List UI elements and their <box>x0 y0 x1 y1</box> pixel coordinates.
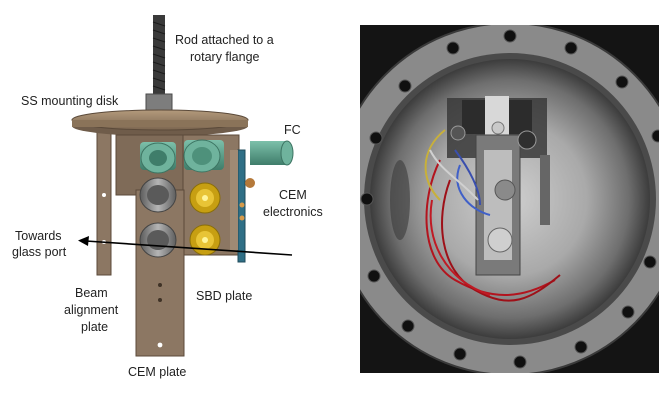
cem-connector <box>239 215 245 221</box>
label-cem-electronics-line1: CEM <box>279 188 307 202</box>
figure-labels: Rod attached to a rotary flange SS mount… <box>12 33 323 379</box>
plate-hole <box>158 283 162 287</box>
label-sbd-plate: SBD plate <box>196 289 252 303</box>
cem-connector <box>245 178 255 188</box>
chamber-photo <box>360 25 659 373</box>
plate-hole <box>157 342 163 348</box>
label-ss-disk: SS mounting disk <box>21 94 119 108</box>
beam-alignment-plate <box>96 119 112 276</box>
label-cem-plate: CEM plate <box>128 365 186 379</box>
plate-hole <box>102 193 106 197</box>
ss-mounting-disk-edge <box>72 120 248 127</box>
cem-electronics-strip <box>230 150 238 250</box>
beam-arrow <box>78 236 293 256</box>
chamber-wires <box>424 129 561 302</box>
label-towards-line1: Towards <box>15 229 62 243</box>
rod-threads <box>152 21 166 91</box>
label-cem-electronics-line2: electronics <box>263 205 323 219</box>
fc-cylinder <box>140 142 176 174</box>
fc-side-cylinder <box>250 140 294 166</box>
sbd-detector <box>189 224 221 256</box>
plate-hole <box>158 298 162 302</box>
sbd-detector <box>189 182 221 214</box>
label-rod-line2: rotary flange <box>190 50 260 64</box>
label-beam-line2: alignment <box>64 303 119 317</box>
cad-rendering <box>71 15 294 357</box>
label-towards-line2: glass port <box>12 245 67 259</box>
label-rod-line1: Rod attached to a <box>175 33 274 47</box>
chamber-assembly <box>447 96 550 276</box>
label-beam-line3: plate <box>81 320 108 334</box>
cem-cylinder <box>139 177 177 213</box>
cem-connector <box>239 202 245 208</box>
cem-plate <box>135 189 185 357</box>
label-beam-line1: Beam <box>75 286 108 300</box>
chamber-side-port <box>390 160 410 240</box>
label-fc: FC <box>284 123 301 137</box>
flange-bolt-holes <box>360 29 659 369</box>
fc-cylinder <box>183 139 224 173</box>
cem-cylinder <box>139 222 177 258</box>
